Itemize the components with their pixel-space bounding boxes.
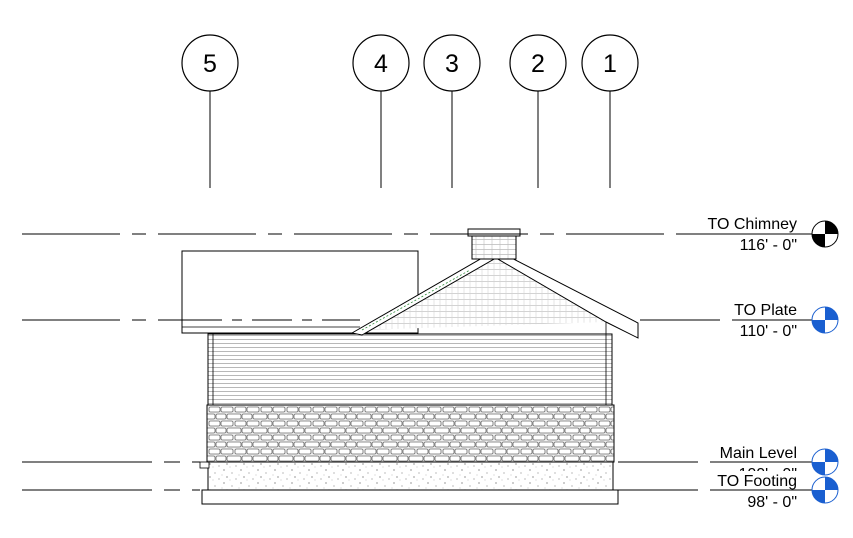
level-elevation: 110' - 0" bbox=[740, 323, 797, 340]
foundation-wall bbox=[207, 461, 614, 491]
level-name: TO Chimney bbox=[707, 216, 797, 233]
grid-line-2[interactable]: 2 bbox=[509, 34, 567, 188]
level-to-chimney[interactable]: TO Chimney 116' - 0" bbox=[22, 216, 839, 254]
grid-line-3[interactable]: 3 bbox=[423, 34, 481, 188]
level-to-footing[interactable]: TO Footing 98' - 0" bbox=[22, 473, 839, 511]
siding-wall bbox=[207, 333, 613, 406]
chimney bbox=[471, 235, 517, 260]
footing bbox=[201, 489, 619, 505]
level-elevation: 98' - 0" bbox=[747, 494, 797, 511]
grid-label: 4 bbox=[374, 50, 388, 78]
level-name: TO Footing bbox=[717, 473, 797, 490]
level-elevation-mask bbox=[715, 467, 800, 475]
grid-label: 3 bbox=[445, 50, 459, 78]
level-to-plate[interactable]: TO Plate 110' - 0" bbox=[22, 302, 839, 340]
datum-half-black-icon bbox=[811, 220, 839, 248]
datum-half-blue-icon bbox=[811, 306, 839, 334]
level-elevation: 116' - 0" bbox=[740, 237, 797, 254]
level-name: TO Plate bbox=[734, 302, 797, 319]
gable-green-edge bbox=[361, 269, 471, 331]
datum-half-blue-icon bbox=[811, 476, 839, 504]
grid-label: 1 bbox=[603, 50, 617, 78]
datum-half-blue-icon bbox=[811, 448, 839, 476]
level-main-level[interactable]: Main Level bbox=[22, 445, 839, 476]
level-name: Main Level bbox=[720, 445, 797, 462]
grid-label: 2 bbox=[531, 50, 545, 78]
foundation-step bbox=[199, 461, 210, 469]
grid-line-5[interactable]: 5 bbox=[181, 34, 239, 188]
level-elevation-main: 100' - 0" bbox=[738, 466, 797, 483]
grid-line-1[interactable]: 1 bbox=[581, 34, 639, 188]
building-elevation bbox=[181, 228, 639, 505]
stone-veneer bbox=[206, 404, 615, 463]
chimney-cap bbox=[467, 228, 521, 237]
grid-line-4[interactable]: 4 bbox=[352, 34, 410, 188]
grid-label: 5 bbox=[203, 50, 217, 78]
gable-roof-edge bbox=[350, 249, 639, 339]
gable-siding bbox=[360, 256, 606, 330]
